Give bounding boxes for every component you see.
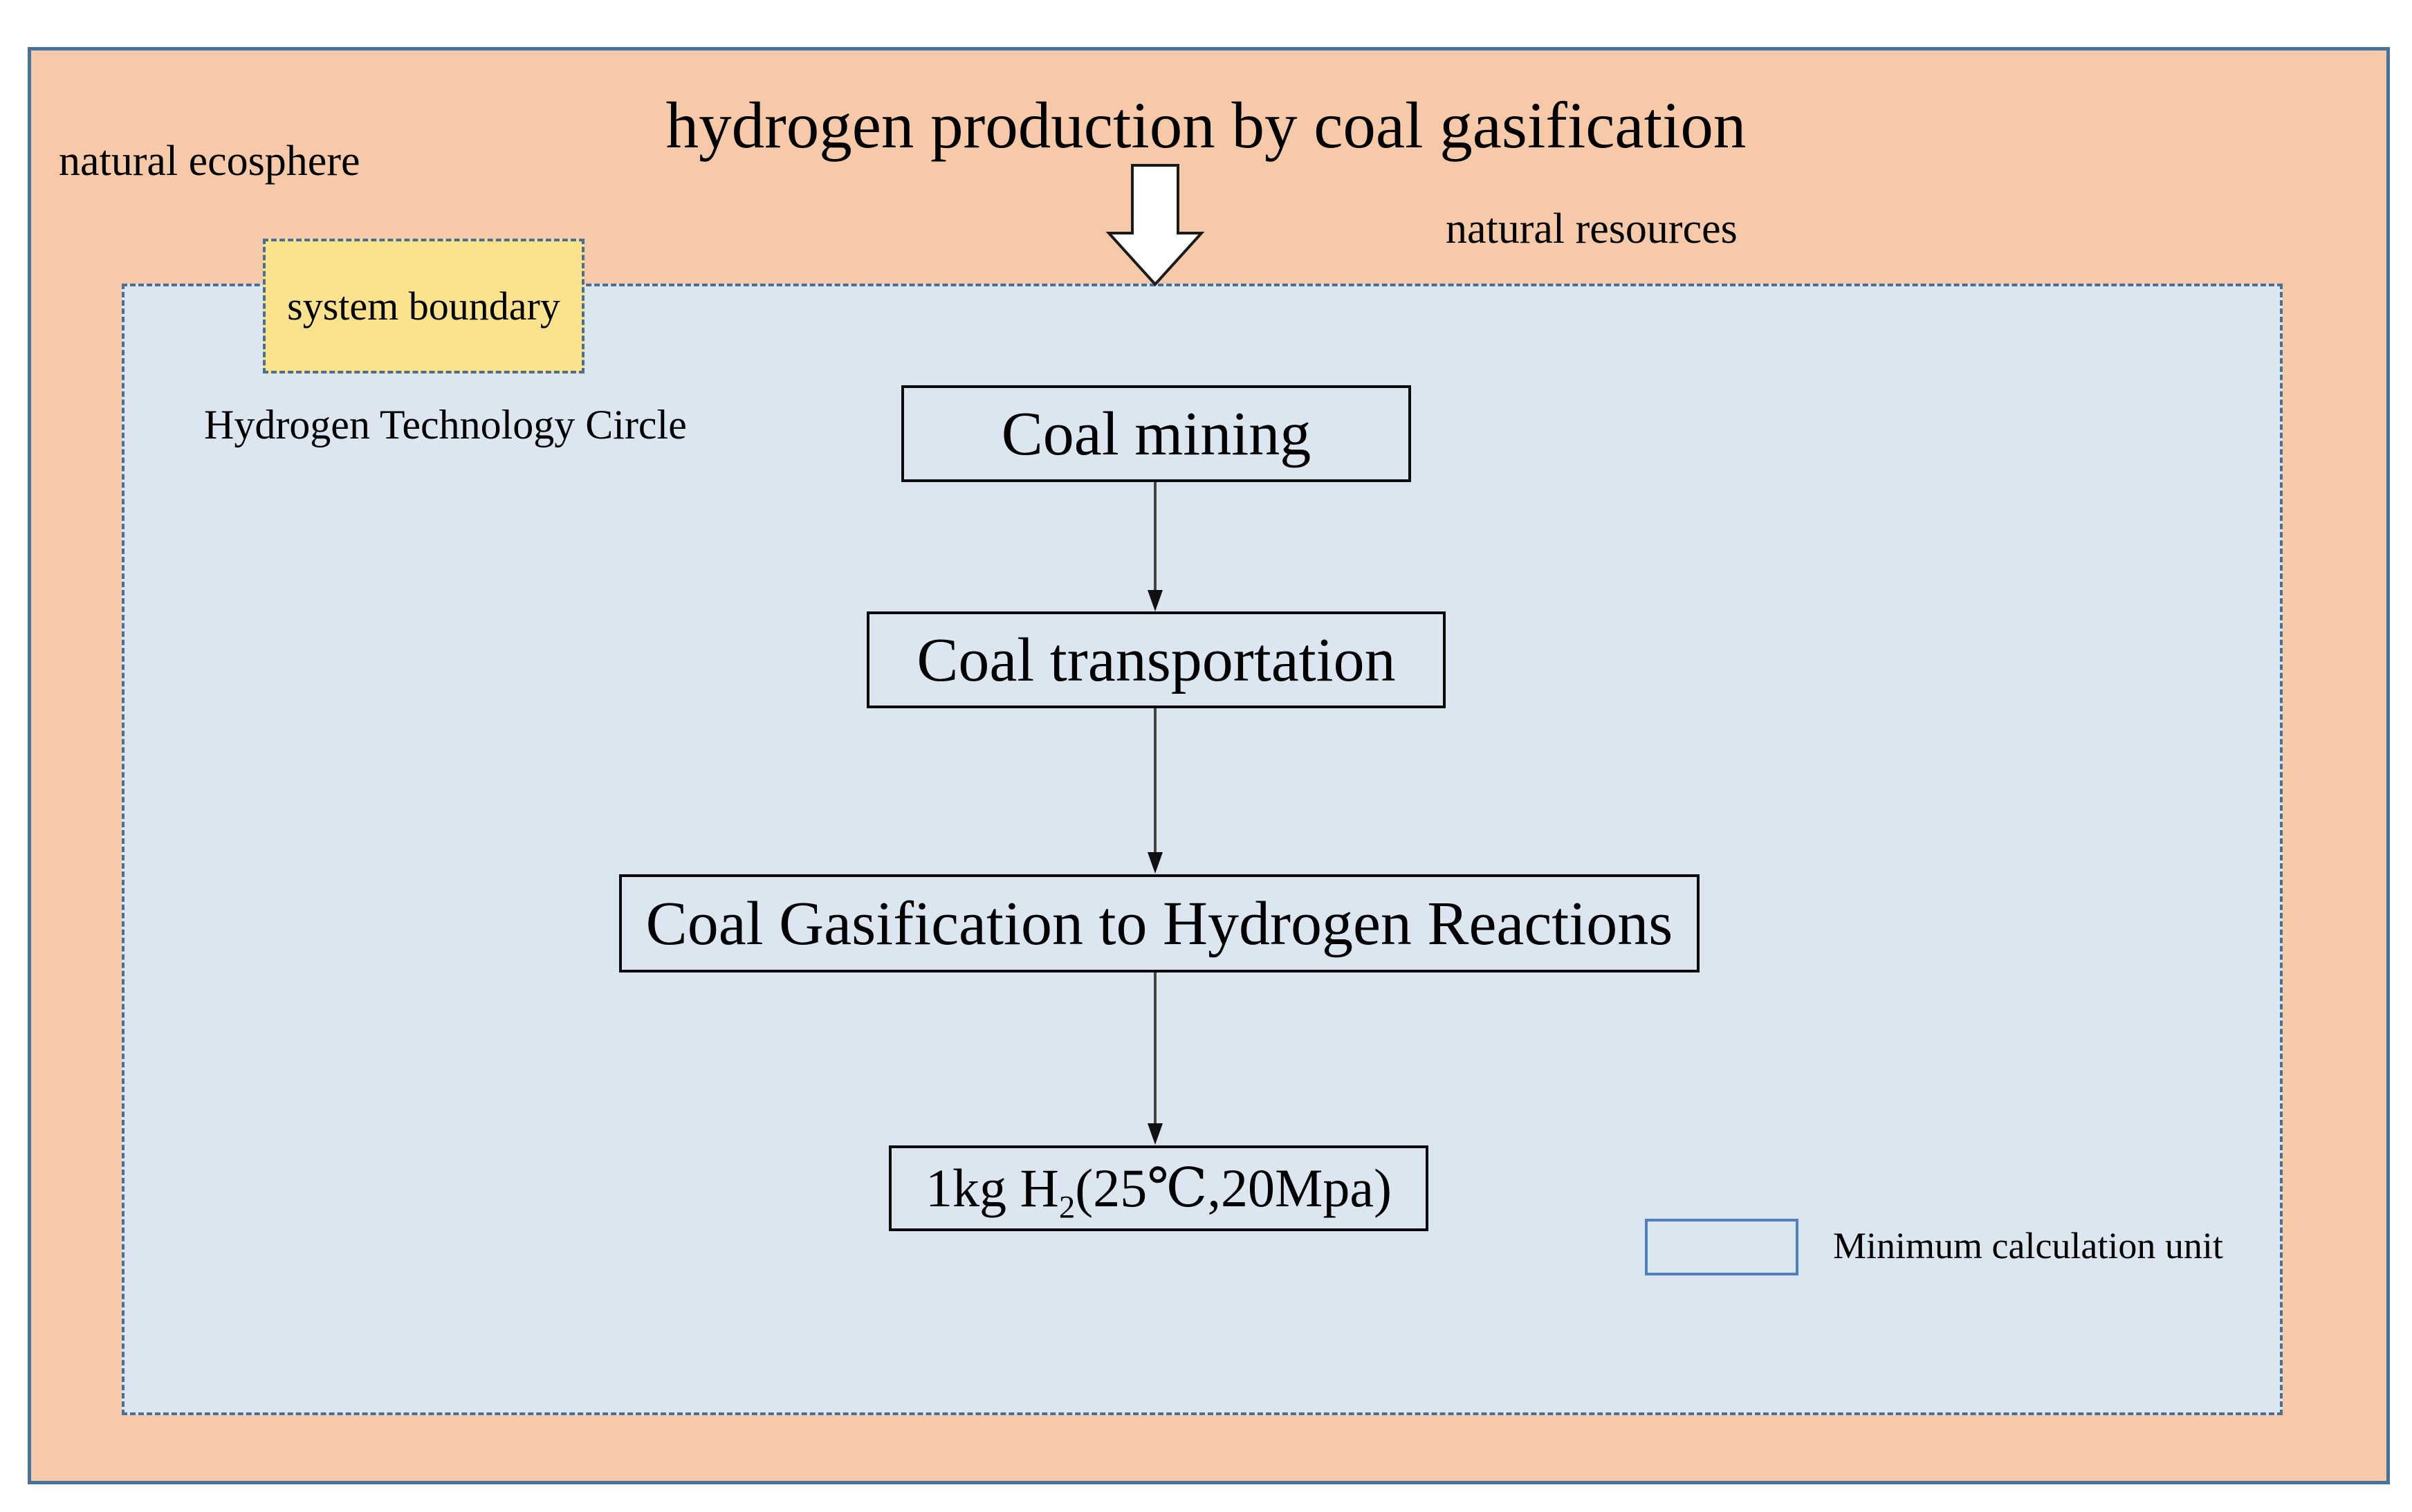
flow-arrow [1148,708,1163,874]
process-box-coal-transportation: Coal transportation [867,611,1446,708]
subscript-2: 2 [1058,1189,1076,1226]
system-boundary-label: system boundary [287,284,560,329]
legend-label: Minimum calculation unit [1833,1225,2223,1266]
legend-swatch [1645,1219,1798,1275]
flow-arrow [1148,972,1163,1145]
hydrogen-technology-circle-label: Hydrogen Technology Circle [204,402,687,448]
output-label: 1kg H2(25℃,20Mpa) [926,1158,1392,1226]
process-box-label: Coal transportation [917,625,1396,694]
diagram-title: hydrogen production by coal gasification [665,89,1747,162]
process-box-coal-mining: Coal mining [901,385,1411,482]
natural-resources-label: natural resources [1446,205,1738,252]
system-boundary-label-box: system boundary [263,239,584,374]
output-box: 1kg H2(25℃,20Mpa) [889,1145,1428,1231]
natural-ecosphere-label: natural ecosphere [59,138,360,185]
flow-arrow [1148,482,1163,611]
down-block-arrow-icon [1105,164,1205,286]
process-box-coal-gasification: Coal Gasification to Hydrogen Reactions [619,874,1700,972]
process-box-label: Coal mining [1001,399,1311,468]
process-box-label: Coal Gasification to Hydrogen Reactions [645,889,1673,958]
